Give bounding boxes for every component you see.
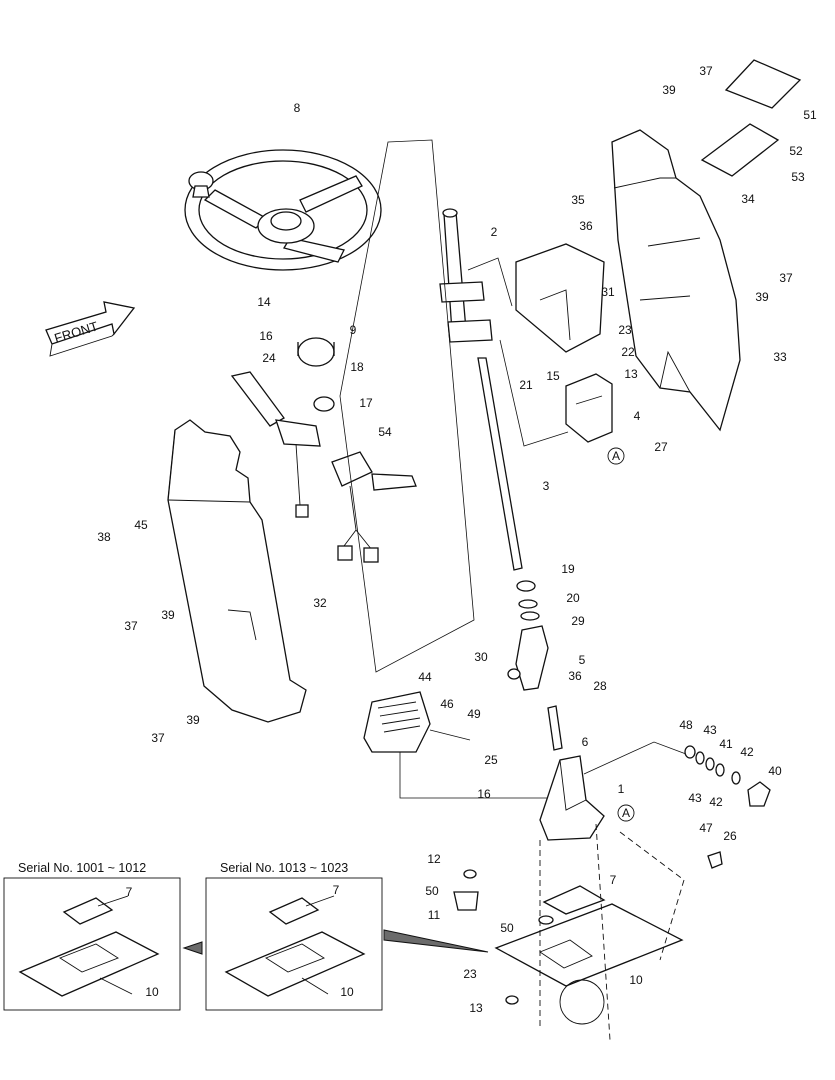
part-callout-14: 14 — [257, 295, 271, 309]
part-callout-5: 5 — [579, 653, 586, 667]
part-callout-39: 39 — [186, 713, 200, 727]
part-callout-16: 16 — [477, 787, 491, 801]
part-callout-18: 18 — [350, 360, 364, 374]
part-callout-43: 43 — [688, 791, 702, 805]
part-callout-7: 7 — [126, 885, 133, 899]
part-callout-4: 4 — [634, 409, 641, 423]
part-callout-41: 41 — [719, 737, 733, 751]
part-callout-39: 39 — [662, 83, 676, 97]
part-callout-15: 15 — [546, 369, 560, 383]
reference-a-upper — [607, 447, 625, 465]
part-callout-34: 34 — [741, 192, 755, 206]
lower-column-cover — [167, 419, 307, 723]
inset-arrow-right — [383, 929, 489, 953]
part-callout-12: 12 — [427, 852, 441, 866]
inset-title-2: Serial No. 1013 ~ 1023 — [220, 861, 348, 875]
part-callout-27: 27 — [654, 440, 668, 454]
part-callout-26: 26 — [723, 829, 737, 843]
part-callout-31: 31 — [601, 285, 615, 299]
part-callout-52: 52 — [789, 144, 803, 158]
part-callout-37: 37 — [124, 619, 138, 633]
part-callout-40: 40 — [768, 764, 782, 778]
part-callout-20: 20 — [566, 591, 580, 605]
part-callout-9: 9 — [350, 323, 357, 337]
part-callout-53: 53 — [791, 170, 805, 184]
steering-column — [439, 208, 563, 751]
part-callout-6: 6 — [582, 735, 589, 749]
base-bracket — [539, 741, 687, 841]
part-callout-7: 7 — [610, 873, 617, 887]
part-callout-47: 47 — [699, 821, 713, 835]
part-callout-42: 42 — [740, 745, 754, 759]
part-callout-44: 44 — [418, 670, 432, 684]
part-callout-8: 8 — [294, 101, 301, 115]
reference-a-lower — [617, 804, 635, 822]
part-callout-50: 50 — [500, 921, 514, 935]
console-box — [363, 691, 560, 799]
part-callout-45: 45 — [134, 518, 148, 532]
part-callout-30: 30 — [474, 650, 488, 664]
part-callout-38: 38 — [97, 530, 111, 544]
part-callout-54: 54 — [378, 425, 392, 439]
column-brackets — [515, 243, 613, 443]
part-callout-1: 1 — [618, 782, 625, 796]
part-callout-10: 10 — [629, 973, 643, 987]
part-callout-16: 16 — [259, 329, 273, 343]
inset-serial-1013 — [205, 877, 383, 1011]
part-callout-22: 22 — [621, 345, 635, 359]
part-callout-11: 11 — [428, 908, 441, 922]
floor-plate — [453, 823, 685, 1041]
part-callout-37: 37 — [699, 64, 713, 78]
front-direction-arrow: FRONT — [45, 301, 136, 357]
part-callout-2: 2 — [491, 225, 498, 239]
part-callout-36: 36 — [579, 219, 593, 233]
part-callout-21: 21 — [519, 378, 533, 392]
part-callout-23: 23 — [618, 323, 632, 337]
part-callout-48: 48 — [679, 718, 693, 732]
switch-assemblies — [230, 337, 417, 563]
part-callout-39: 39 — [161, 608, 175, 622]
part-callout-10: 10 — [340, 985, 354, 999]
inset-serial-1001 — [3, 877, 181, 1011]
part-callout-51: 51 — [803, 108, 817, 122]
inset-title-1: Serial No. 1001 ~ 1012 — [18, 861, 146, 875]
inset-arrow-left — [182, 941, 203, 955]
part-callout-33: 33 — [773, 350, 787, 364]
part-callout-43: 43 — [703, 723, 717, 737]
part-callout-A: A — [612, 449, 620, 463]
part-callout-A: A — [622, 806, 630, 820]
part-callout-28: 28 — [593, 679, 607, 693]
part-callout-13: 13 — [624, 367, 638, 381]
upper-covers — [611, 59, 802, 432]
part-callout-13: 13 — [469, 1001, 483, 1015]
part-callout-35: 35 — [571, 193, 585, 207]
part-callout-37: 37 — [151, 731, 165, 745]
part-callout-36: 36 — [568, 669, 582, 683]
part-callout-32: 32 — [313, 596, 327, 610]
part-callout-23: 23 — [463, 967, 477, 981]
part-callout-3: 3 — [543, 479, 550, 493]
part-callout-46: 46 — [440, 697, 454, 711]
part-callout-37: 37 — [779, 271, 793, 285]
part-callout-17: 17 — [359, 396, 373, 410]
part-callout-50: 50 — [425, 884, 439, 898]
part-callout-25: 25 — [484, 753, 498, 767]
part-callout-10: 10 — [145, 985, 159, 999]
pedal-washers — [684, 745, 771, 869]
part-callout-19: 19 — [561, 562, 575, 576]
part-callout-42: 42 — [709, 795, 723, 809]
part-callout-29: 29 — [571, 614, 585, 628]
part-callout-24: 24 — [262, 351, 276, 365]
part-callout-49: 49 — [467, 707, 481, 721]
part-callout-7: 7 — [333, 883, 340, 897]
part-callout-39: 39 — [755, 290, 769, 304]
steering-wheel — [184, 149, 382, 271]
